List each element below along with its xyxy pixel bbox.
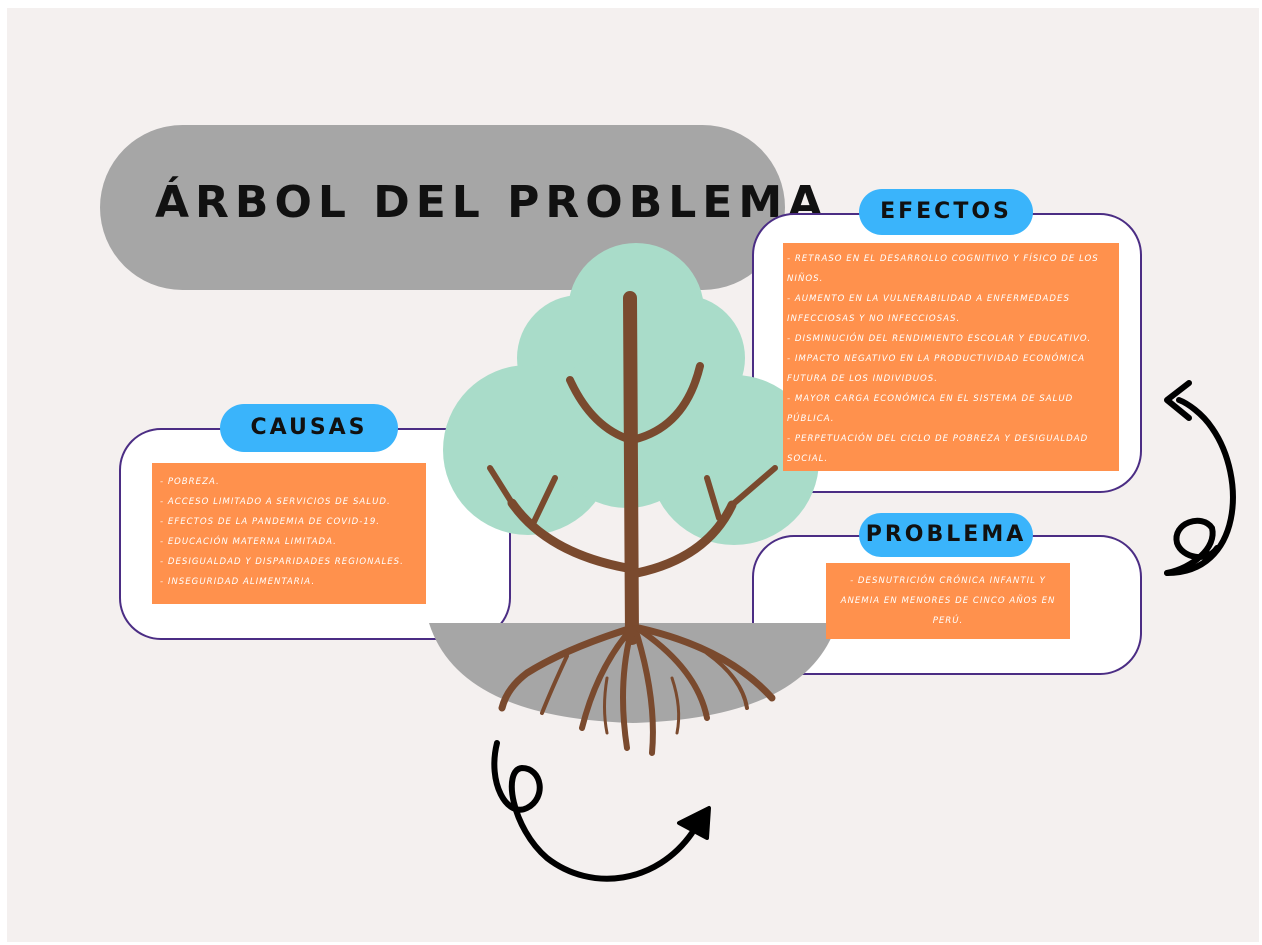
- causas-list: - Pobreza. - Acceso limitado a servicios…: [152, 463, 426, 604]
- diagram-canvas: ÁRBOL DEL PROBLEMA: [7, 8, 1259, 942]
- efectos-item: - Impacto negativo en la productividad e…: [787, 354, 1086, 384]
- tree-roots: [498, 624, 776, 756]
- efectos-item: - Retraso en el desarrollo cognitivo y f…: [787, 254, 1099, 284]
- causas-item: - Educación materna limitada.: [160, 537, 337, 547]
- problema-statement: - Desnutrición crónica infantil y anemia…: [840, 576, 1056, 626]
- efectos-label: EFECTOS: [859, 189, 1033, 235]
- tree-foliage: [443, 243, 819, 545]
- efectos-item: - Perpetuación del ciclo de pobreza y de…: [787, 434, 1089, 464]
- curly-arrow-bottom: [491, 740, 695, 882]
- problema-text: - Desnutrición crónica infantil y anemia…: [826, 563, 1070, 639]
- causas-item: - Efectos de la pandemia de COVID-19.: [160, 517, 381, 527]
- causas-item: - Inseguridad alimentaria.: [160, 577, 316, 587]
- causas-item: - Desigualdad y disparidades regionales.: [160, 557, 404, 567]
- tree-illustration: [429, 243, 1236, 882]
- curly-arrow-bottom-head: [677, 806, 711, 840]
- causas-item: - Pobreza.: [160, 477, 220, 487]
- problema-label: PROBLEMA: [859, 513, 1033, 557]
- efectos-item: - Mayor carga económica en el sistema de…: [787, 394, 1074, 424]
- causas-label: CAUSAS: [220, 404, 398, 452]
- title-banner: ÁRBOL DEL PROBLEMA: [100, 125, 822, 290]
- ground: [429, 623, 837, 723]
- tree-trunk: [487, 291, 778, 645]
- causas-item: - Acceso limitado a servicios de salud.: [160, 497, 391, 507]
- curly-arrow-right: [1164, 380, 1236, 576]
- efectos-item: - Aumento en la vulnerabilidad a enferme…: [787, 294, 1070, 324]
- efectos-item: - Disminución del rendimiento escolar y …: [787, 334, 1092, 344]
- efectos-list: - Retraso en el desarrollo cognitivo y f…: [783, 243, 1119, 471]
- page-title: ÁRBOL DEL PROBLEMA: [155, 177, 829, 228]
